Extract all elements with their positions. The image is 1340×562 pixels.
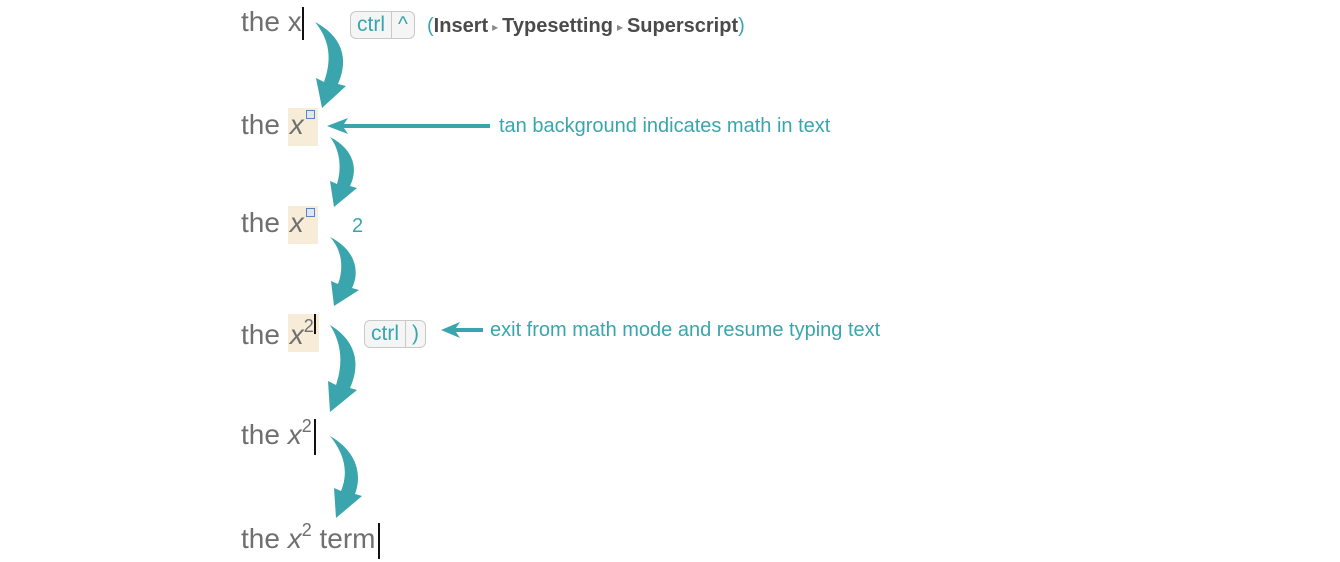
menu-insert: Insert bbox=[433, 15, 489, 37]
math-region: x bbox=[287, 108, 318, 146]
math-region: x2 bbox=[287, 314, 319, 352]
text-cursor bbox=[377, 522, 380, 559]
typed-word: term bbox=[311, 523, 376, 554]
superscript: 2 bbox=[301, 416, 312, 436]
ctrl-key: ctrl bbox=[351, 12, 392, 38]
menu-separator-icon: ▸ bbox=[616, 20, 623, 34]
math-variable: x bbox=[289, 109, 304, 140]
exit-math-note: exit from math mode and resume typing te… bbox=[490, 319, 881, 341]
menu-superscript: Superscript bbox=[626, 15, 739, 37]
flow-arrow-icon bbox=[330, 137, 357, 207]
step-1-prefix: the x bbox=[241, 6, 302, 37]
flow-arrow-icon bbox=[330, 436, 362, 518]
menu-separator-icon: ▸ bbox=[492, 20, 499, 34]
pointer-arrow-icon bbox=[327, 118, 490, 134]
pointer-arrow-icon bbox=[441, 322, 483, 338]
menu-path: (Insert▸Typesetting▸Superscript) bbox=[427, 15, 745, 37]
step-1-text: the x bbox=[241, 5, 304, 41]
step-6-text: the x2 term bbox=[241, 520, 380, 559]
math-variable: x bbox=[289, 207, 304, 238]
superscript: 2 bbox=[301, 520, 312, 540]
math-variable: x bbox=[289, 319, 304, 350]
step-2-text: the x bbox=[241, 108, 318, 146]
caret-key: ^ bbox=[398, 13, 408, 36]
step-5-text: the x2 bbox=[241, 416, 316, 455]
placeholder-box-icon bbox=[305, 110, 315, 119]
typed-character: 2 bbox=[352, 215, 364, 237]
flow-arrow-icon bbox=[330, 237, 359, 306]
step-4-text: the x2 bbox=[241, 314, 319, 352]
math-background-note: tan background indicates math in text bbox=[499, 115, 831, 137]
ctrl-caret-shortcut: ctrl ^ bbox=[350, 11, 415, 39]
step-3-text: the x bbox=[241, 206, 318, 244]
close-paren-key: ) bbox=[412, 322, 419, 345]
ctrl-paren-shortcut: ctrl ) bbox=[364, 320, 426, 348]
placeholder-box-icon bbox=[305, 208, 315, 217]
math-region: x bbox=[287, 206, 318, 244]
menu-typesetting: Typesetting bbox=[502, 15, 613, 37]
flow-arrow-icon bbox=[328, 325, 357, 412]
text-cursor bbox=[313, 314, 316, 334]
text-cursor bbox=[313, 418, 316, 455]
math-variable: x bbox=[287, 523, 302, 554]
superscript: 2 bbox=[303, 316, 314, 336]
flow-arrow-icon bbox=[315, 22, 346, 108]
ctrl-key: ctrl bbox=[365, 321, 406, 347]
math-variable: x bbox=[287, 419, 302, 450]
text-cursor bbox=[301, 7, 304, 41]
